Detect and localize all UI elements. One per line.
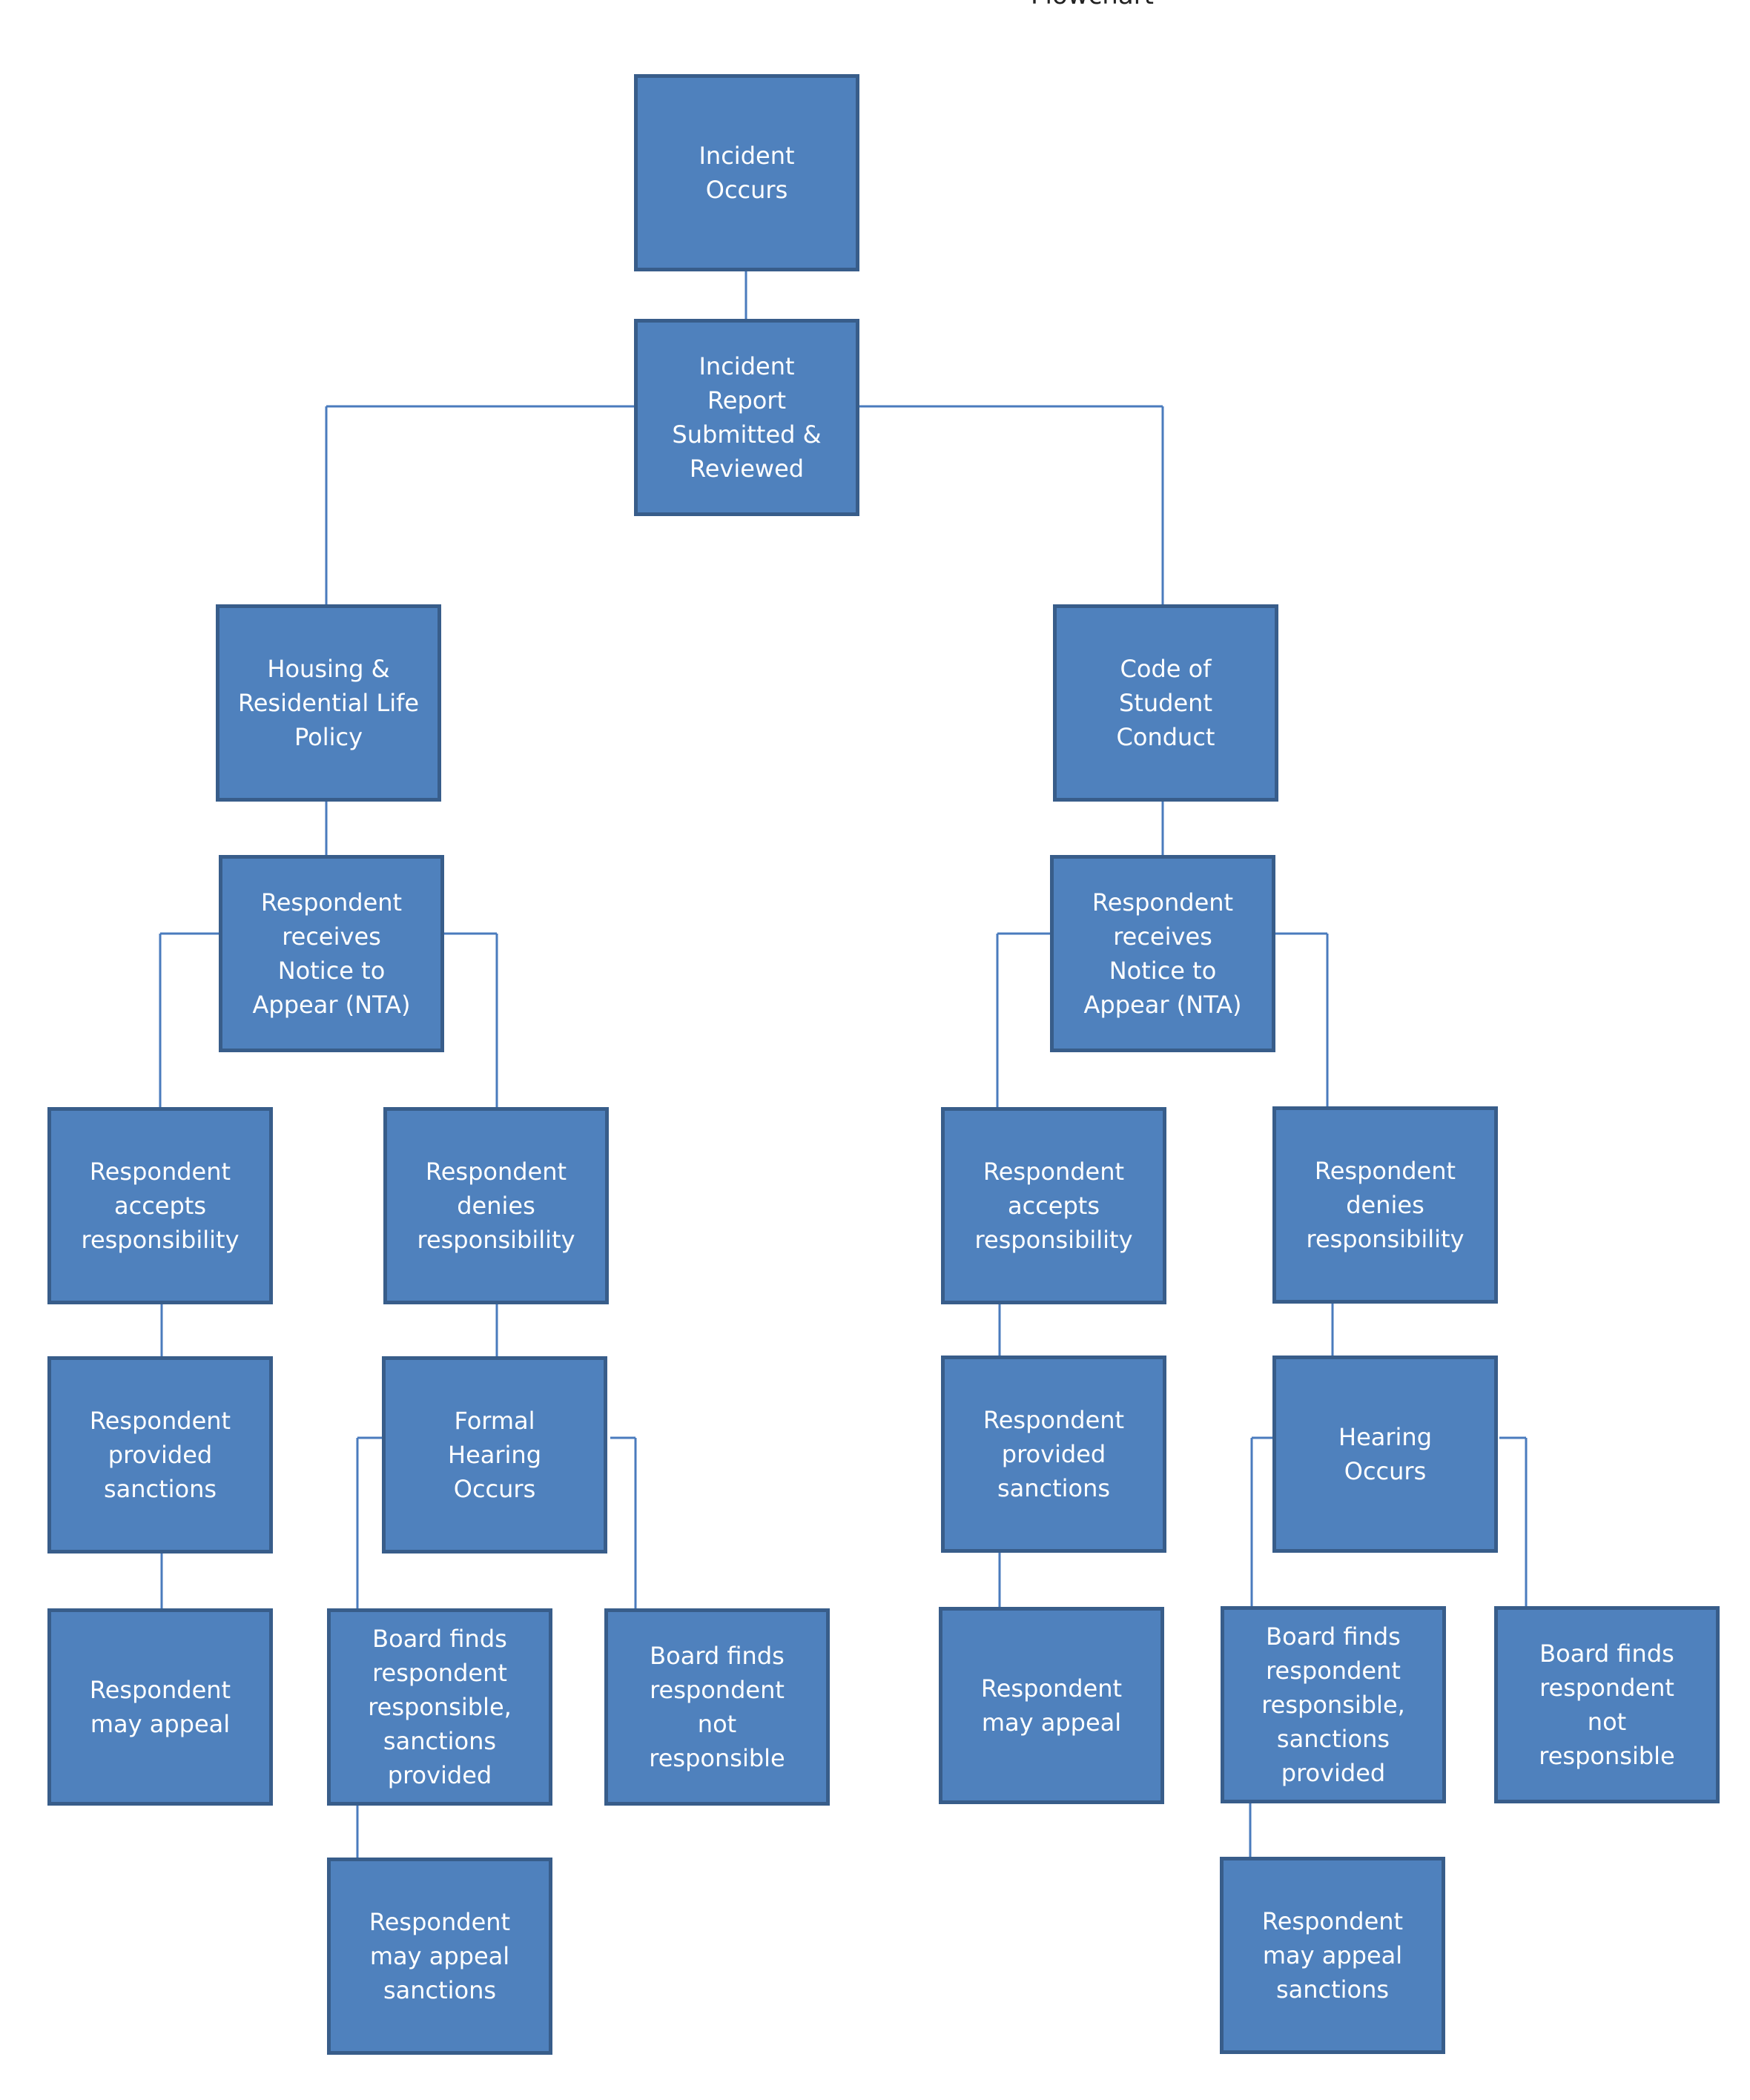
right-board-not-responsible-label: Board finds respondent not responsible: [1539, 1640, 1675, 1770]
housing-policy-label: Housing & Residential Life Policy: [237, 655, 420, 751]
right-sanctions-box: Respondent provided sanctions: [941, 1356, 1166, 1553]
code-of-conduct-box: Code of Student Conduct: [1053, 604, 1278, 802]
left-may-appeal-label: Respondent may appeal: [89, 1676, 231, 1738]
hearing-occurs-label: Hearing Occurs: [1338, 1423, 1432, 1485]
right-nta-label: Respondent receives Notice to Appear (NT…: [1083, 888, 1242, 1019]
right-board-not-responsible-box: Board finds respondent not responsible: [1494, 1606, 1720, 1803]
right-board-responsible-label: Board finds respondent responsible, sanc…: [1261, 1622, 1405, 1787]
right-sanctions-label: Respondent provided sanctions: [983, 1406, 1125, 1502]
housing-policy-box: Housing & Residential Life Policy: [216, 604, 441, 802]
right-may-appeal-box: Respondent may appeal: [939, 1607, 1164, 1804]
left-appeal-sanctions-box: Respondent may appeal sanctions: [327, 1858, 552, 2055]
left-may-appeal-box: Respondent may appeal: [47, 1608, 273, 1806]
page-heading-cutoff: Flowchart: [1031, 0, 1154, 6]
formal-hearing-box: Formal Hearing Occurs: [382, 1356, 607, 1553]
right-denies-label: Respondent denies responsibility: [1306, 1157, 1465, 1253]
right-accepts-label: Respondent accepts responsibility: [974, 1158, 1133, 1254]
incident-report-box: Incident Report Submitted & Reviewed: [634, 319, 859, 516]
right-nta-box: Respondent receives Notice to Appear (NT…: [1050, 855, 1275, 1052]
formal-hearing-label: Formal Hearing Occurs: [448, 1407, 541, 1503]
code-of-conduct-label: Code of Student Conduct: [1116, 655, 1215, 751]
left-board-not-responsible-box: Board finds respondent not responsible: [604, 1608, 830, 1806]
left-denies-label: Respondent denies responsibility: [417, 1158, 575, 1254]
right-appeal-sanctions-box: Respondent may appeal sanctions: [1220, 1857, 1445, 2054]
left-nta-label: Respondent receives Notice to Appear (NT…: [252, 888, 411, 1019]
hearing-occurs-box: Hearing Occurs: [1272, 1356, 1498, 1553]
right-accepts-box: Respondent accepts responsibility: [941, 1107, 1166, 1304]
left-sanctions-box: Respondent provided sanctions: [47, 1356, 273, 1553]
right-board-responsible-box: Board finds respondent responsible, sanc…: [1221, 1606, 1446, 1803]
left-sanctions-label: Respondent provided sanctions: [89, 1407, 231, 1503]
left-nta-box: Respondent receives Notice to Appear (NT…: [219, 855, 444, 1052]
incident-occurs-box: Incident Occurs: [634, 74, 859, 271]
left-accepts-box: Respondent accepts responsibility: [47, 1107, 273, 1304]
left-denies-box: Respondent denies responsibility: [383, 1107, 609, 1304]
left-board-responsible-box: Board finds respondent responsible, sanc…: [327, 1608, 552, 1806]
left-board-not-responsible-label: Board finds respondent not responsible: [649, 1642, 785, 1772]
left-board-responsible-label: Board finds respondent responsible, sanc…: [368, 1625, 512, 1789]
right-may-appeal-label: Respondent may appeal: [980, 1674, 1123, 1737]
left-accepts-label: Respondent accepts responsibility: [81, 1158, 240, 1254]
incident-report-label: Incident Report Submitted & Reviewed: [672, 352, 822, 483]
incident-occurs-label: Incident Occurs: [699, 142, 795, 204]
right-appeal-sanctions-label: Respondent may appeal sanctions: [1261, 1907, 1404, 2004]
right-denies-box: Respondent denies responsibility: [1272, 1106, 1498, 1304]
left-appeal-sanctions-label: Respondent may appeal sanctions: [369, 1908, 511, 2004]
